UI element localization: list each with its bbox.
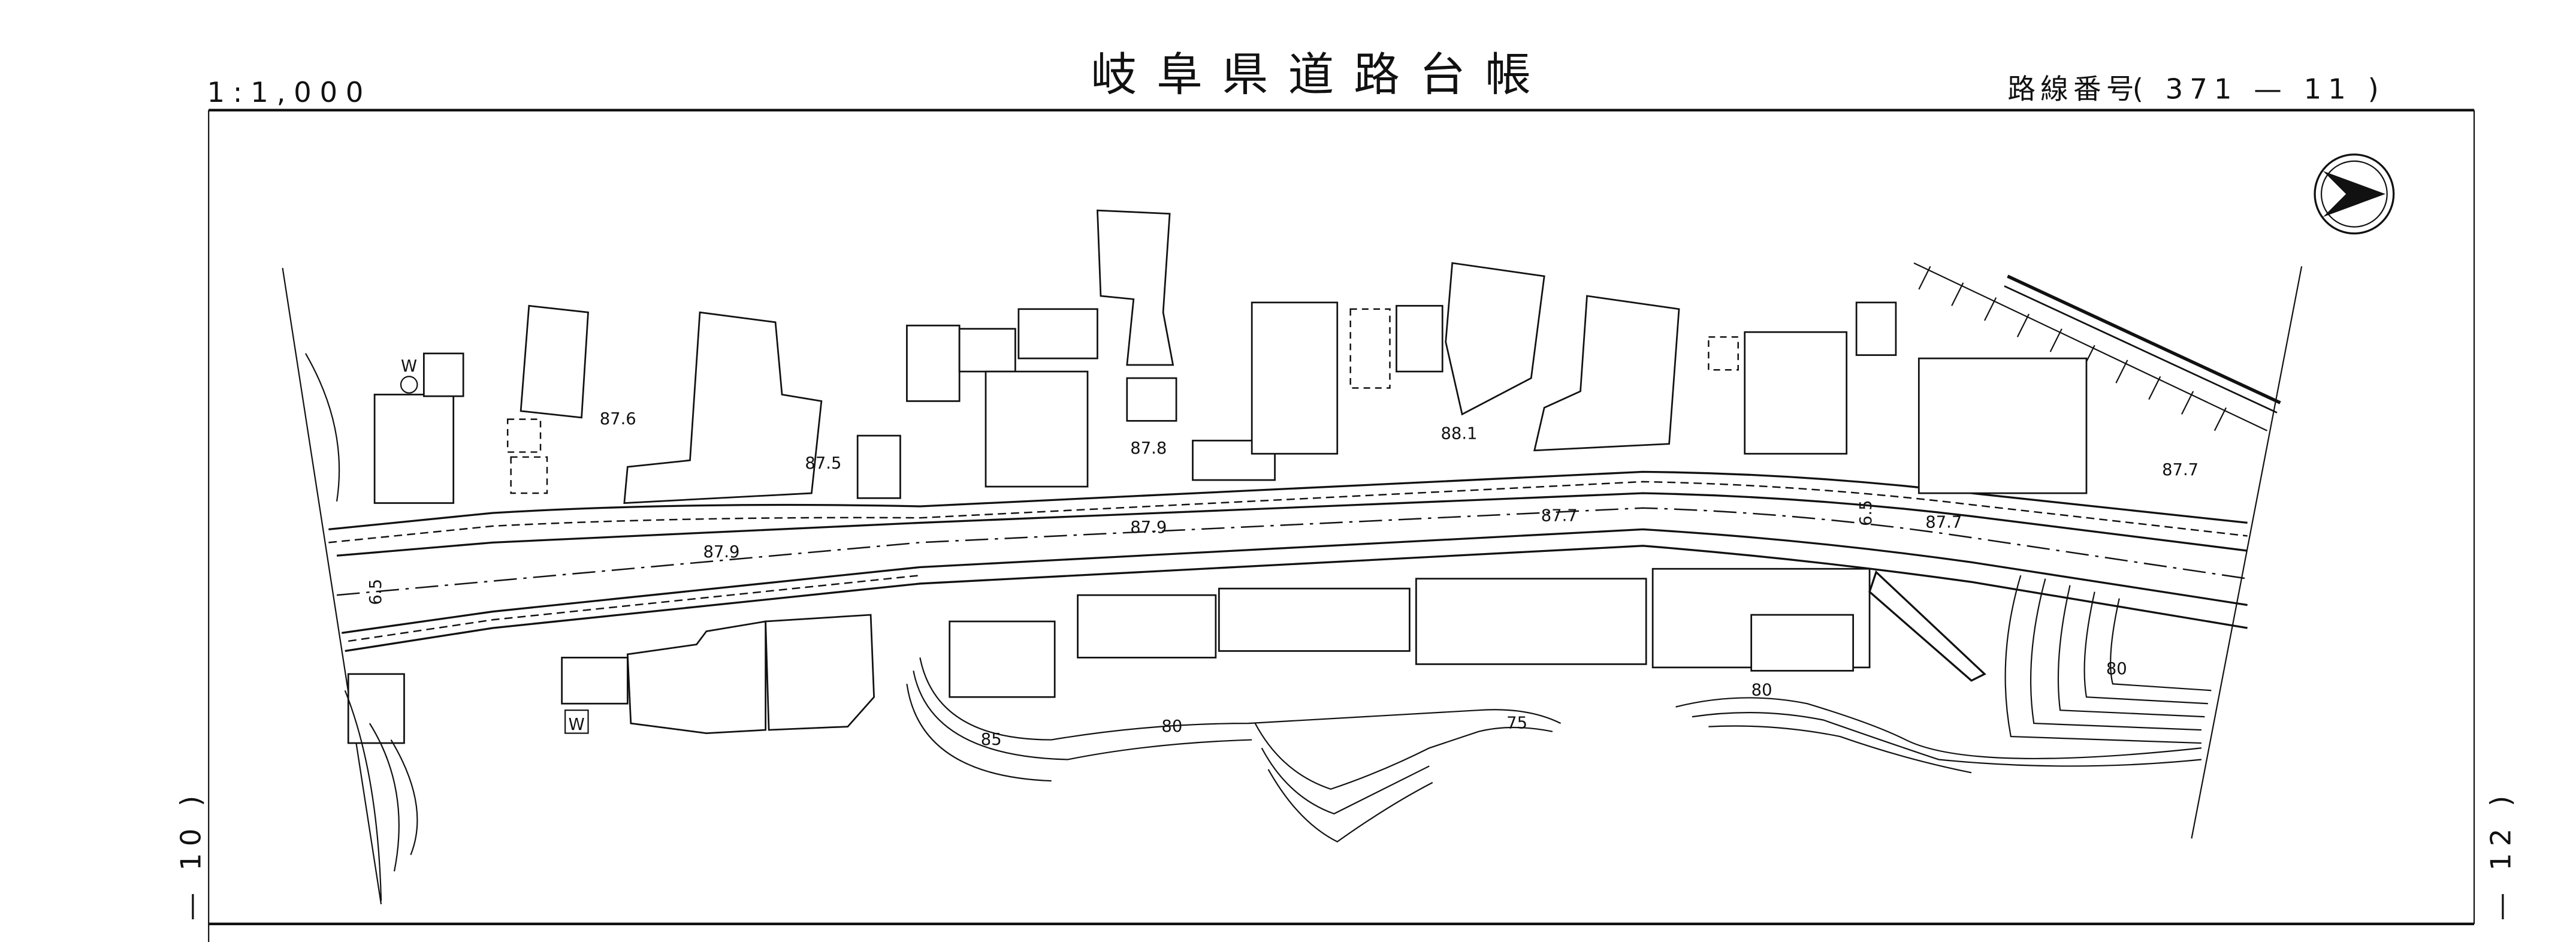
buildings-south — [347, 567, 1986, 744]
contour-label: 80 — [1751, 681, 1772, 699]
contour-label: 80 — [2106, 660, 2127, 678]
spot-height: 87.5 — [805, 454, 841, 473]
road-width: 6.5 — [1857, 500, 1876, 526]
railway — [2007, 274, 2281, 404]
water-tank-symbol: W — [569, 715, 585, 734]
water-tank-icon — [564, 709, 589, 734]
contour-label: 80 — [1161, 717, 1182, 736]
spot-heights: 87.6 87.5 87.8 88.1 87.7 87.9 87.9 87.7 … — [600, 410, 2198, 561]
buildings-north — [373, 209, 2088, 504]
match-line-left — [282, 268, 382, 905]
spot-height: 87.7 — [1925, 514, 1962, 532]
spot-height: 87.9 — [1130, 518, 1167, 537]
north-arrow-icon — [2314, 153, 2395, 235]
sheet-title: 岐阜県道路台帳 — [1091, 49, 1551, 102]
well-symbol: W — [401, 357, 417, 376]
spot-height: 87.7 — [2162, 461, 2198, 479]
scale-label: 1:1,000 — [207, 76, 372, 108]
well-icon — [400, 376, 418, 394]
route-number: ( 371 — 11 ) — [2133, 73, 2385, 105]
route-number-label: 路線番号 — [2007, 73, 2139, 105]
contour-label: 85 — [981, 730, 1002, 749]
road-width: 6.5 — [367, 579, 385, 605]
spot-height: 88.1 — [1440, 424, 1477, 443]
contour-label: 75 — [1506, 714, 1527, 732]
road-371 — [328, 470, 2248, 653]
match-line-right — [2191, 266, 2303, 839]
spot-height: 87.6 — [600, 410, 636, 428]
spot-height: 87.8 — [1130, 439, 1167, 458]
adjacent-sheet-left[interactable]: — 10 ) — [175, 789, 207, 921]
spot-height: 87.7 — [1541, 507, 1578, 526]
contour-labels: 85 80 75 80 80 — [981, 660, 2127, 749]
adjacent-sheet-right[interactable]: — 12 ) — [2484, 789, 2517, 921]
contours — [305, 353, 2212, 901]
road-centerline — [336, 507, 2248, 596]
spot-height: 87.9 — [703, 543, 739, 561]
